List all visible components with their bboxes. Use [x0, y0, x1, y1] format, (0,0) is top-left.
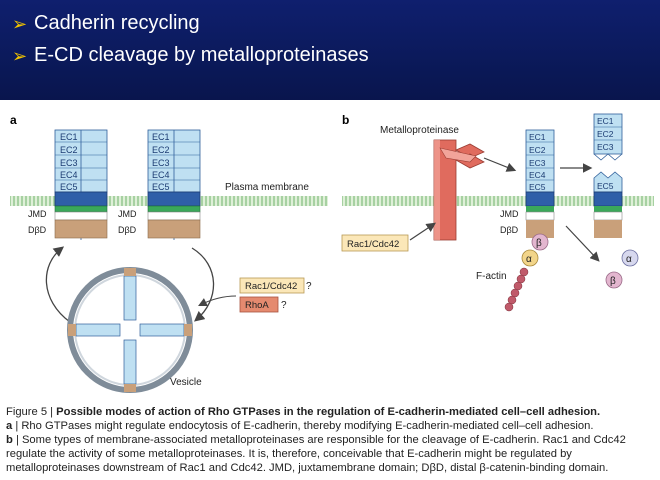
ec3-label: EC3: [152, 158, 170, 168]
f-actin-label: F-actin: [476, 271, 507, 282]
ec1-label: EC1: [60, 132, 78, 142]
f-actin: [504, 267, 529, 312]
bullet-marker: ➢: [12, 46, 28, 66]
ec5-label: EC5: [152, 182, 170, 192]
ec4-label: EC4: [529, 170, 546, 180]
ec2-label: EC2: [60, 145, 78, 155]
cadherin-dimer-right: EC1 EC2 EC3 EC4 EC5 JMD DβD: [118, 129, 201, 240]
figure-caption: Figure 5 | Possible modes of action of R…: [6, 405, 656, 475]
cadherin-cleaved: EC1 EC2 EC3 EC5: [593, 113, 623, 238]
ec1-label: EC1: [152, 132, 170, 142]
figure-area: a Plasma membrane EC1 EC2 EC3 EC4 EC5 JM…: [0, 100, 660, 480]
alpha-symbol: α: [626, 254, 632, 265]
ec5-label: EC5: [529, 182, 546, 192]
bullet-cadherin-recycling: Cadherin recycling: [34, 12, 200, 34]
metalloproteinase-label: Metalloproteinase: [380, 125, 459, 136]
ec4-label: EC4: [60, 170, 78, 180]
jmd-label: JMD: [28, 209, 47, 219]
cadherin-dimer-left: EC1 EC2 EC3 EC4 EC5 JMD DβD: [28, 129, 108, 240]
panel-b-letter: b: [342, 113, 349, 127]
cadherin-diagram: a Plasma membrane EC1 EC2 EC3 EC4 EC5 JM…: [10, 113, 654, 393]
activation-arrow: [409, 222, 436, 241]
ec5-label: EC5: [60, 182, 78, 192]
caption-title: Possible modes of action of Rho GTPases …: [56, 406, 601, 418]
cleaved-ec1-label: EC1: [597, 116, 614, 126]
rac1-cdc42-label-b: Rac1/Cdc42: [347, 239, 399, 250]
jmd-label: JMD: [500, 209, 519, 219]
ec2-label: EC2: [529, 145, 546, 155]
regulation-arrow: [198, 295, 237, 306]
dbd-label: DβD: [118, 225, 137, 235]
vesicle-label: Vesicle: [170, 377, 202, 388]
alpha-catenin: [521, 249, 539, 267]
cleavage-arrow: [483, 157, 517, 172]
caption-a-text: | Rho GTPases might regulate endocytosis…: [12, 420, 594, 432]
cleaved-ec2-label: EC2: [597, 129, 614, 139]
question-mark: ?: [281, 300, 287, 311]
title-banner: ➢ Cadherin recycling ➢ E-CD cleavage by …: [0, 0, 660, 100]
beta-symbol: β: [610, 276, 616, 287]
release-catenin-arrow: [565, 225, 600, 262]
ec3-label: EC3: [60, 158, 78, 168]
rac1-cdc42-label: Rac1/Cdc42: [245, 281, 297, 292]
dbd-label: DβD: [500, 225, 519, 235]
ec1-label: EC1: [529, 132, 546, 142]
plasma-membrane-label: Plasma membrane: [225, 182, 309, 193]
caption-title-line: Figure 5 | Possible modes of action of R…: [6, 405, 656, 419]
recycle-arrow-up: [45, 246, 71, 323]
ec4-label: EC4: [152, 170, 170, 180]
cleaved-ec5-label: EC5: [597, 181, 614, 191]
recycle-arrow-down: [191, 247, 215, 322]
cadherin-intact-b: EC1 EC2 EC3 EC4 EC5 JMD DβD: [500, 129, 555, 238]
rac1-cdc42-box-b: [341, 234, 409, 252]
jmd-label: JMD: [118, 209, 137, 219]
ec2-label: EC2: [152, 145, 170, 155]
beta-catenin: [531, 233, 549, 251]
beta-catenin-free: [605, 271, 623, 289]
caption-b-line: b | Some types of membrane-associated me…: [6, 433, 656, 475]
dbd-label: DβD: [28, 225, 47, 235]
rhoa-label: RhoA: [245, 300, 269, 311]
rac1-cdc42-box: [239, 277, 305, 294]
caption-a-letter: a: [6, 420, 13, 432]
caption-figure-label: Figure 5 |: [6, 406, 57, 418]
bullet-marker: ➢: [12, 14, 28, 34]
caption-a-line: a | Rho GTPases might regulate endocytos…: [6, 419, 656, 433]
ec3-label: EC3: [529, 158, 546, 168]
panel-a-letter: a: [10, 113, 17, 127]
cleaved-ec3-label: EC3: [597, 142, 614, 152]
rhoa-box: [239, 296, 279, 313]
beta-symbol: β: [536, 238, 542, 249]
caption-b-letter: b: [6, 434, 13, 446]
vesicle: Vesicle: [67, 267, 202, 393]
caption-b-text: | Some types of membrane-associated meta…: [6, 434, 626, 474]
plasma-membrane-b: [342, 196, 654, 206]
alpha-catenin-free: [621, 249, 639, 267]
alpha-symbol: α: [526, 254, 532, 265]
bullet-ecd-cleavage: E-CD cleavage by metalloproteinases: [34, 44, 369, 66]
metalloproteinase: [433, 139, 485, 241]
question-mark: ?: [306, 281, 312, 292]
